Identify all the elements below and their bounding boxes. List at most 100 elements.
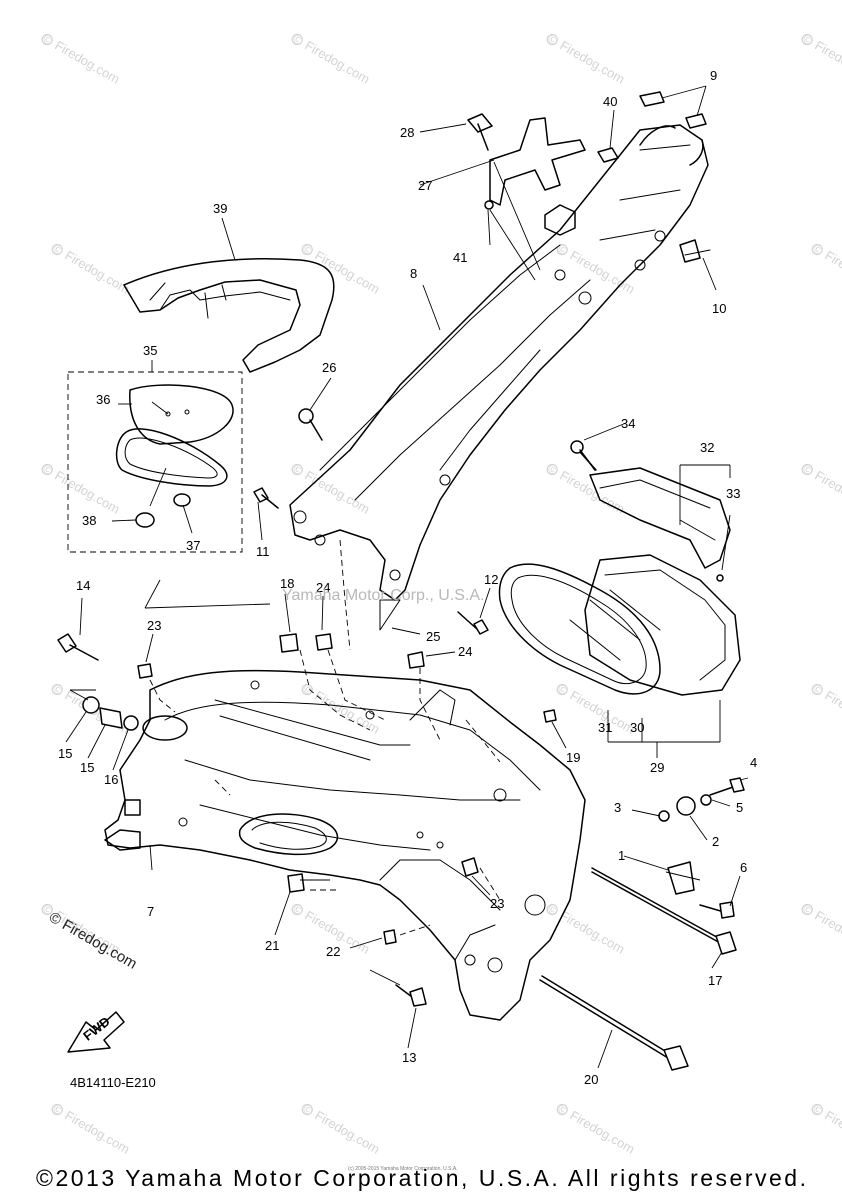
air-box-29: [498, 554, 741, 696]
svg-text:Firedog.com: Firedog.com: [567, 248, 637, 297]
svg-text:Firedog.com: Firedog.com: [557, 908, 627, 957]
callout-24: 24: [316, 580, 330, 595]
svg-text:Firedog.com: Firedog.com: [812, 468, 842, 517]
firedog-brand-mark: © Firedog.com: [46, 909, 140, 973]
grab-plate-27: [489, 117, 586, 206]
callout-28: 28: [400, 125, 414, 140]
callout-32: 32: [700, 440, 714, 455]
fasteners-frame: [57, 451, 745, 1071]
callout-12: 12: [484, 572, 498, 587]
callout-33: 33: [726, 486, 740, 501]
svg-text:Firedog.com: Firedog.com: [822, 688, 842, 737]
svg-text:Firedog.com: Firedog.com: [312, 248, 382, 297]
svg-text:Firedog.com: Firedog.com: [302, 468, 372, 517]
firedog-watermark: ©Firedog.com: [545, 901, 627, 957]
callout-6: 6: [740, 860, 747, 875]
firedog-watermark: ©Firedog.com: [800, 31, 842, 87]
callout-21: 21: [265, 938, 279, 953]
callout-15: 15: [80, 760, 94, 775]
callout-19: 19: [566, 750, 580, 765]
svg-text:Firedog.com: Firedog.com: [812, 908, 842, 957]
firedog-watermark: ©Firedog.com: [50, 241, 132, 297]
svg-text:Firedog.com: Firedog.com: [52, 468, 122, 517]
firedog-watermark: ©Firedog.com: [40, 461, 122, 517]
callout-16: 16: [104, 772, 118, 787]
callout-24: 24: [458, 644, 472, 659]
side-cover-32: [589, 467, 731, 582]
firedog-watermark: ©Firedog.com: [40, 31, 122, 87]
callout-18: 18: [280, 576, 294, 591]
callout-17: 17: [708, 973, 722, 988]
firedog-watermark: ©Firedog.com: [290, 461, 372, 517]
leader-lines: [65, 85, 749, 1069]
callout-35: 35: [143, 343, 157, 358]
callout-20: 20: [584, 1072, 598, 1087]
firedog-watermark: ©Firedog.com: [545, 31, 627, 87]
callout-8: 8: [410, 266, 417, 281]
callout-23: 23: [490, 896, 504, 911]
callout-11: 11: [256, 544, 270, 559]
callout-41: 41: [453, 250, 467, 265]
firedog-watermark: ©Firedog.com: [800, 901, 842, 957]
svg-text:Firedog.com: Firedog.com: [52, 38, 122, 87]
callout-9: 9: [710, 68, 717, 83]
callout-36: 36: [96, 392, 110, 407]
svg-text:Firedog.com: Firedog.com: [812, 38, 842, 87]
cover-box-35: [67, 371, 243, 553]
svg-text:Firedog.com: Firedog.com: [312, 1108, 382, 1157]
callout-2: 2: [712, 834, 719, 849]
small-parts-9-10-40: [597, 91, 711, 263]
callout-14: 14: [76, 578, 90, 593]
callout-23: 23: [147, 618, 161, 633]
callout-10: 10: [712, 301, 726, 316]
svg-text:Firedog.com: Firedog.com: [62, 688, 132, 737]
diagram-code: 4B14110-E210: [70, 1075, 156, 1090]
callout-13: 13: [402, 1050, 416, 1065]
callout-7: 7: [147, 904, 154, 919]
firedog-watermark: ©Firedog.com: [555, 1101, 637, 1157]
seat-rail-8: [289, 124, 709, 631]
callout-4: 4: [750, 755, 757, 770]
callout-3: 3: [614, 800, 621, 815]
main-frame-7: [104, 669, 586, 1021]
fwd-arrow-icon: FWD: [67, 1011, 125, 1053]
callout-30: 30: [630, 720, 644, 735]
svg-text:Firedog.com: Firedog.com: [822, 1108, 842, 1157]
svg-text:Firedog.com: Firedog.com: [557, 38, 627, 87]
callout-22: 22: [326, 944, 340, 959]
callout-15: 15: [58, 746, 72, 761]
callout-27: 27: [418, 178, 432, 193]
callout-38: 38: [82, 513, 96, 528]
callout-39: 39: [213, 201, 227, 216]
callout-25: 25: [426, 629, 440, 644]
svg-text:Firedog.com: Firedog.com: [62, 1108, 132, 1157]
firedog-watermark: ©Firedog.com: [555, 681, 637, 737]
callout-5: 5: [736, 800, 743, 815]
firedog-watermark: ©Firedog.com: [810, 681, 842, 737]
firedog-watermark: ©Firedog.com: [555, 241, 637, 297]
callout-37: 37: [186, 538, 200, 553]
firedog-watermark: ©Firedog.com: [810, 1101, 842, 1157]
footer-fine-print: (c) 2005-2015 Yamaha Motor Corporation, …: [348, 1166, 458, 1172]
seat-cowl-39: [123, 258, 335, 373]
firedog-watermark: ©Firedog.com: [300, 1101, 382, 1157]
svg-text:Firedog.com: Firedog.com: [62, 248, 132, 297]
center-watermark: Yamaha Motor Corp., U.S.A.: [282, 587, 484, 604]
callout-26: 26: [322, 360, 336, 375]
callout-29: 29: [650, 760, 664, 775]
callout-34: 34: [621, 416, 635, 431]
relation-lines: [149, 539, 501, 936]
svg-text:Firedog.com: Firedog.com: [822, 248, 842, 297]
firedog-watermark: ©Firedog.com: [50, 1101, 132, 1157]
firedog-watermark: ©Firedog.com: [290, 31, 372, 87]
firedog-watermark: ©Firedog.com: [300, 241, 382, 297]
firedog-watermark: ©Firedog.com: [810, 241, 842, 297]
svg-text:Firedog.com: Firedog.com: [302, 38, 372, 87]
callout-1: 1: [618, 848, 625, 863]
firedog-watermark: ©Firedog.com: [800, 461, 842, 517]
callout-40: 40: [603, 94, 617, 109]
svg-text:Firedog.com: Firedog.com: [567, 1108, 637, 1157]
callout-31: 31: [598, 720, 612, 735]
